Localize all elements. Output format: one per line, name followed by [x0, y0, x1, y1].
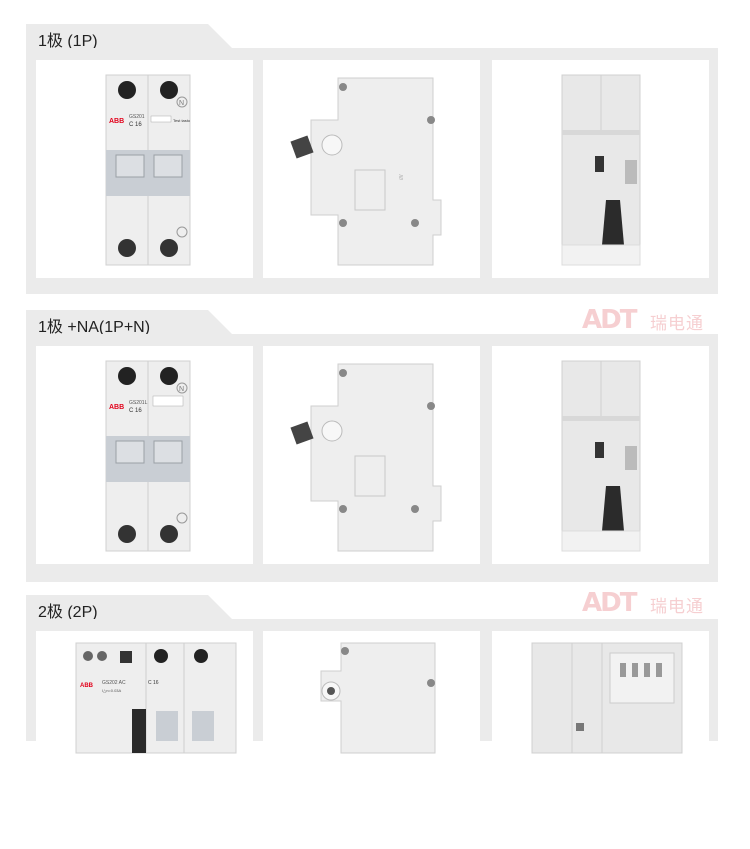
svg-text:////: //// [399, 174, 405, 180]
section-header: 2极 (2P) [26, 595, 718, 621]
svg-text:Test tasto: Test tasto [173, 118, 191, 123]
product-side-image [263, 631, 480, 849]
svg-text:C 16: C 16 [148, 680, 159, 686]
svg-text:GS201: GS201 [129, 114, 145, 120]
watermark-text: 瑞电通 [650, 597, 704, 617]
section-2p: 2极 (2P) ABB GS202 AC I△n=0.03A C 16 [26, 595, 718, 849]
product-back-image [492, 346, 709, 564]
image-panel: N ABB GS201 C 16 Test tasto [26, 48, 718, 294]
product-front-image: N ABB GS201 C 16 Test tasto [36, 60, 253, 278]
section-1p: 1极 (1P) N ABB GS201 C 16 Test tasto [26, 24, 718, 294]
section-header: 1极 +NA(1P+N) [26, 310, 718, 336]
watermark-text: 瑞电通 [650, 314, 704, 334]
svg-text:N: N [179, 100, 184, 107]
svg-text:I△n=0.03A: I△n=0.03A [102, 688, 122, 693]
adt-logo-icon: ADT [582, 305, 640, 335]
product-side-image: //// [263, 60, 480, 278]
section-title: 2极 (2P) [38, 604, 98, 621]
product-front-image: ABB GS202 AC I△n=0.03A C 16 [36, 631, 253, 849]
brand-watermark: ADT 瑞电通 [580, 300, 720, 336]
svg-text:GS202 AC: GS202 AC [102, 680, 126, 686]
section-title: 1极 +NA(1P+N) [38, 319, 151, 336]
svg-text:C 16: C 16 [129, 122, 142, 128]
section-1pn: 1极 +NA(1P+N) N ABB GS201L C 16 [26, 310, 718, 582]
product-back-image [492, 631, 709, 849]
svg-text:ADT: ADT [582, 588, 638, 618]
svg-text:ADT: ADT [582, 305, 638, 335]
product-side-image [263, 346, 480, 564]
section-header: 1极 (1P) [26, 24, 718, 50]
svg-text:ABB: ABB [80, 683, 94, 689]
section-tab [26, 310, 208, 334]
adt-logo-icon: ADT [582, 588, 640, 618]
section-tab [26, 24, 208, 48]
svg-text:GS201L: GS201L [129, 400, 148, 406]
product-front-image: N ABB GS201L C 16 [36, 346, 253, 564]
product-back-image [492, 60, 709, 278]
svg-text:ABB: ABB [109, 118, 124, 125]
section-title: 1极 (1P) [38, 33, 98, 50]
image-panel: ABB GS202 AC I△n=0.03A C 16 [26, 619, 718, 849]
section-tab [26, 595, 208, 619]
svg-text:C 16: C 16 [129, 408, 142, 414]
brand-watermark: ADT 瑞电通 [580, 583, 720, 619]
svg-text:N: N [179, 386, 184, 393]
svg-text:ABB: ABB [109, 404, 124, 411]
image-panel: N ABB GS201L C 16 [26, 334, 718, 582]
